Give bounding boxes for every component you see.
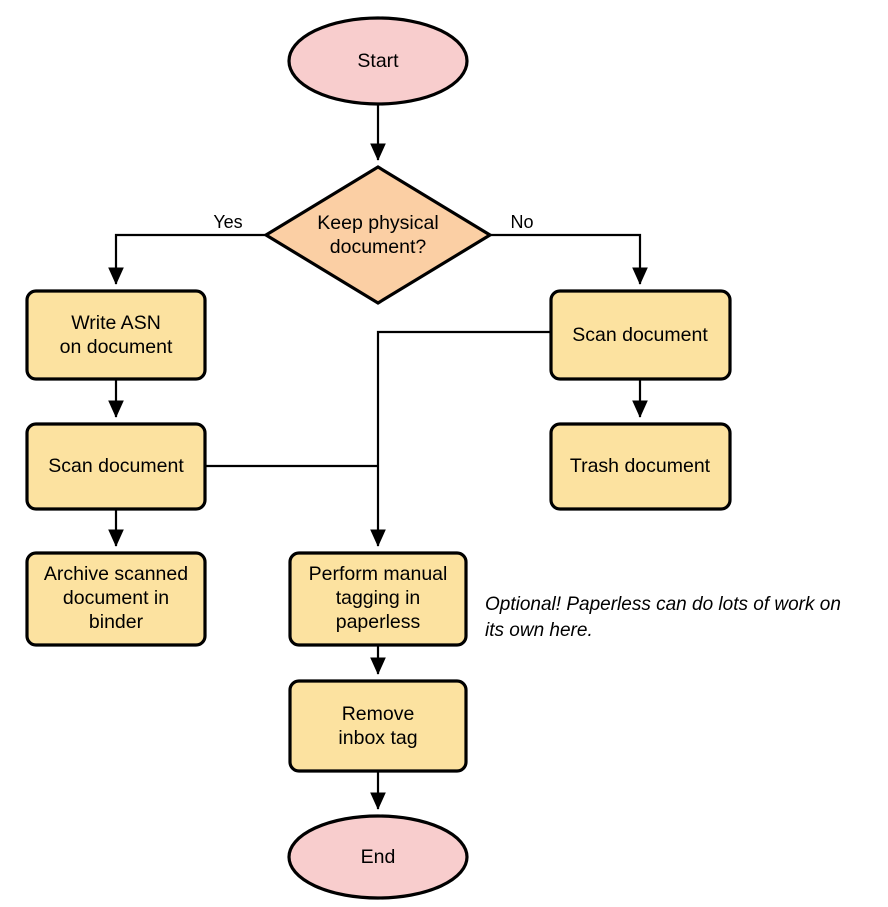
node-archive-scanned-document[interactable]: Archive scanned document in binder: [25, 551, 207, 647]
scan-document-left-label: Scan document: [48, 455, 184, 477]
manual-tagging-label-line1: Perform manual: [309, 563, 448, 585]
annotation-optional-note: Optional! Paperless can do lots of work …: [485, 594, 841, 641]
trash-document-label: Trash document: [570, 455, 711, 477]
decision-diamond[interactable]: [262, 165, 494, 305]
start-ellipse[interactable]: [287, 16, 469, 106]
node-start[interactable]: Start: [287, 16, 469, 106]
scan-document-left-box[interactable]: [25, 422, 207, 511]
manual-tagging-label-line2: tagging in: [336, 587, 421, 609]
trash-document-box[interactable]: [549, 422, 732, 511]
annotation-line1: Optional! Paperless can do lots of work …: [485, 594, 841, 615]
start-label: Start: [357, 50, 399, 72]
node-trash-document[interactable]: Trash document: [549, 422, 732, 511]
node-scan-document-right[interactable]: Scan document: [549, 289, 732, 381]
archive-box[interactable]: [25, 551, 207, 647]
remove-inbox-tag-label-line1: Remove: [342, 703, 415, 725]
node-end[interactable]: End: [287, 814, 469, 900]
manual-tagging-box[interactable]: [288, 551, 468, 647]
archive-label-line1: Archive scanned: [44, 563, 188, 585]
scan-document-right-label: Scan document: [572, 324, 708, 346]
write-asn-label-line1: Write ASN: [71, 312, 161, 334]
write-asn-label-line2: on document: [60, 336, 173, 358]
node-perform-manual-tagging[interactable]: Perform manual tagging in paperless: [288, 551, 468, 647]
remove-inbox-tag-label-line2: inbox tag: [338, 727, 417, 749]
node-keep-physical-document[interactable]: Keep physical document?: [262, 165, 494, 305]
decision-label-line2: document?: [330, 236, 427, 258]
edge-label-no: No: [510, 212, 533, 232]
manual-tagging-label-line3: paperless: [336, 611, 421, 633]
node-remove-inbox-tag[interactable]: Remove inbox tag: [288, 679, 468, 773]
edge-label-yes: Yes: [213, 212, 242, 232]
edge-scan-right-to-manual-tag: [370, 330, 551, 547]
end-ellipse[interactable]: [287, 814, 469, 900]
decision-label-line1: Keep physical: [317, 212, 438, 234]
archive-label-line2: document in: [63, 587, 169, 609]
archive-label-line3: binder: [89, 611, 144, 633]
write-asn-box[interactable]: [25, 289, 207, 381]
node-scan-document-left[interactable]: Scan document: [25, 422, 207, 511]
remove-inbox-tag-box[interactable]: [288, 679, 468, 773]
annotation-line2: its own here.: [485, 620, 593, 641]
scan-document-right-box[interactable]: [549, 289, 732, 381]
edge-keep-to-write-asn: Yes: [108, 212, 266, 285]
node-write-asn[interactable]: Write ASN on document: [25, 289, 207, 381]
end-label: End: [361, 846, 396, 868]
edge-keep-to-scan-right: No: [490, 212, 648, 285]
